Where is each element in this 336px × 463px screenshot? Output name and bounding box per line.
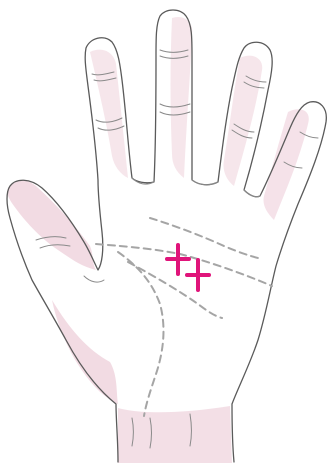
plus-marker-2 — [187, 260, 209, 290]
life-line — [118, 252, 163, 416]
finger-base-fold-1 — [132, 178, 154, 184]
skin-shading — [7, 17, 309, 463]
palm-lines — [96, 218, 272, 416]
wrist-shading — [118, 406, 232, 463]
head-line — [96, 244, 272, 286]
palm-heel-shading — [52, 300, 118, 404]
ring-finger-shading — [223, 56, 262, 186]
index-finger-shading — [90, 50, 128, 178]
pinky-shading — [263, 109, 308, 220]
thumb-web-fold — [84, 276, 104, 282]
plus-marker-1 — [167, 245, 189, 274]
middle-finger-shading — [171, 17, 193, 178]
thumb-shading — [7, 180, 96, 270]
fate-line — [128, 262, 222, 318]
finger-base-fold-3 — [244, 190, 260, 197]
finger-base-fold-2 — [192, 180, 218, 185]
heart-line — [150, 218, 258, 258]
